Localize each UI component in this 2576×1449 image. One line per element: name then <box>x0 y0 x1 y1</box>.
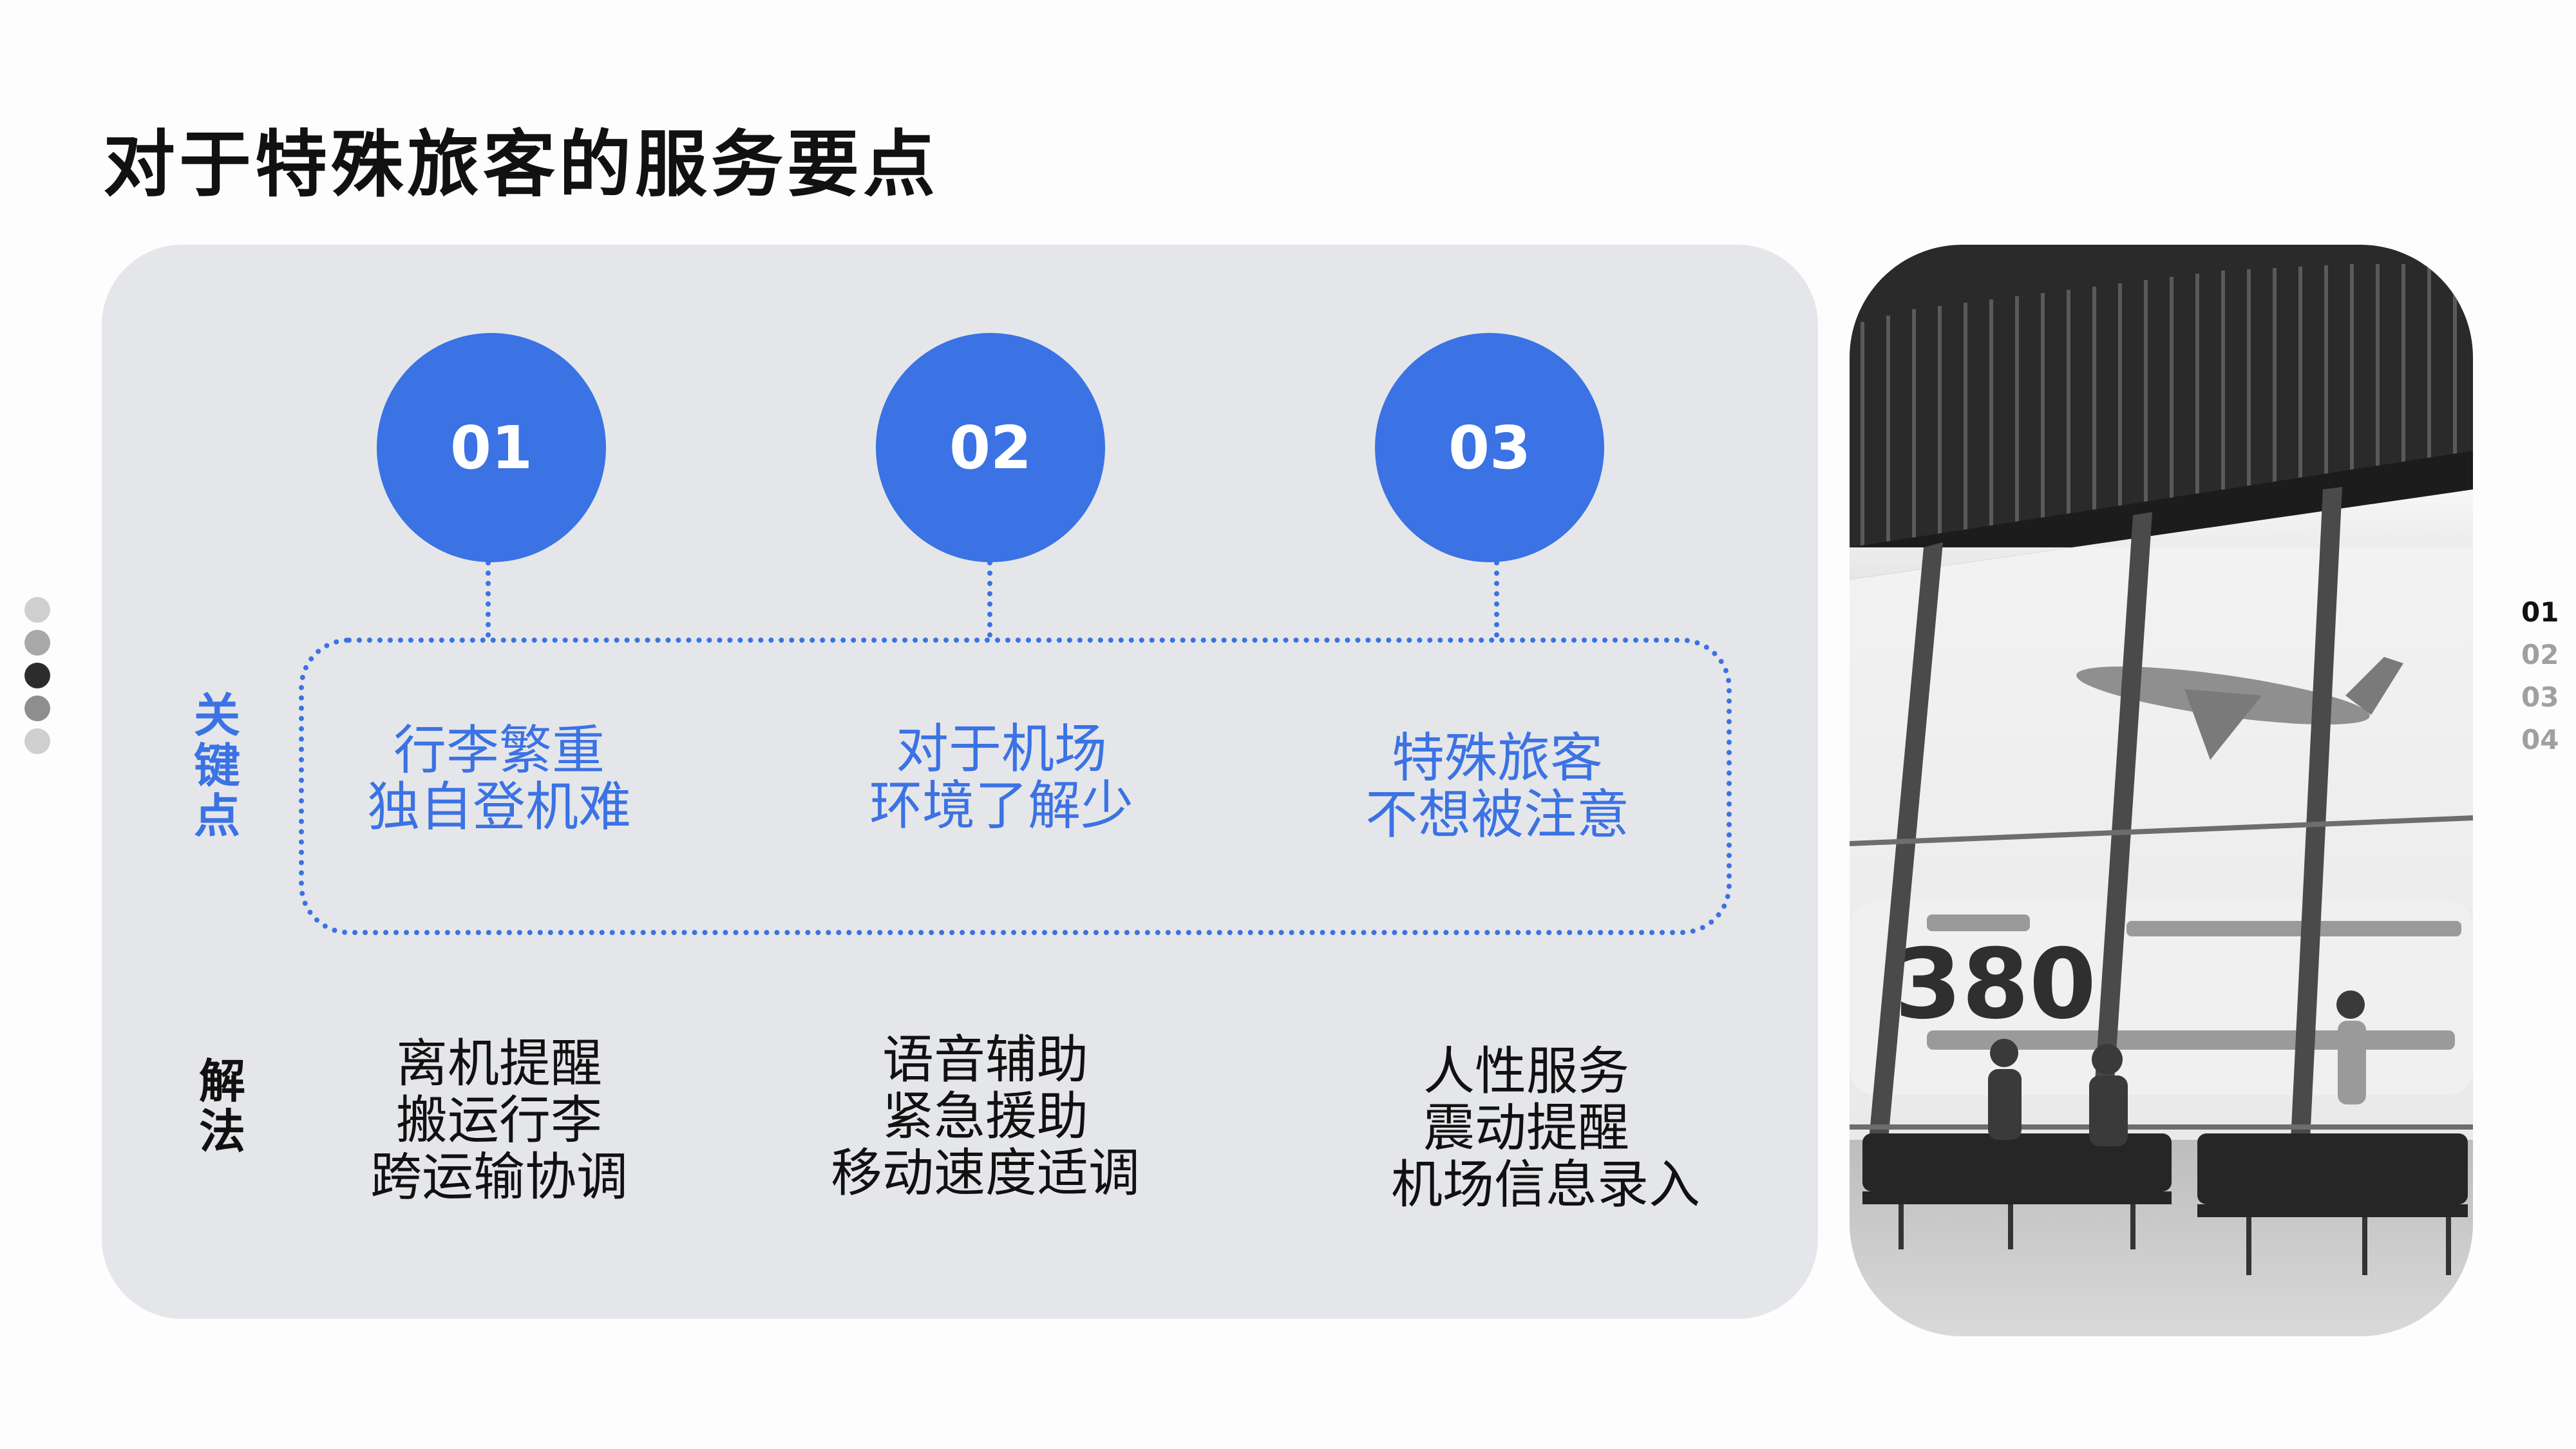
solution-2-line-1: 语音辅助 <box>882 1030 1088 1090</box>
nav-dots[interactable] <box>24 597 50 761</box>
step-circle-3: 03 <box>1375 333 1604 562</box>
pager-item-03[interactable]: 03 <box>2521 681 2559 713</box>
key-point-1-line-2: 独自登机难 <box>366 777 631 838</box>
step-circle-2: 02 <box>876 333 1105 562</box>
nav-dot-5[interactable] <box>24 728 50 754</box>
key-point-1-line-1: 行李繁重 <box>393 720 605 781</box>
solution-3: 人性服务 震动提醒 机场信息录入 <box>1320 1043 1732 1213</box>
nav-dot-3-active[interactable] <box>24 663 50 688</box>
pager-item-04[interactable]: 04 <box>2521 724 2559 755</box>
solution-1-line-1: 离机提醒 <box>396 1034 602 1094</box>
solution-3-line-3: 机场信息录入 <box>1391 1155 1700 1215</box>
airport-illustration: 380 <box>1850 245 2473 1336</box>
key-point-1: 行李繁重 独自登机难 <box>319 723 679 836</box>
nav-dot-2[interactable] <box>24 630 50 656</box>
connector-1 <box>486 560 491 638</box>
solutions-label: 解法 <box>198 1054 245 1159</box>
step-circle-1: 01 <box>377 333 606 562</box>
nav-dot-4[interactable] <box>24 696 50 721</box>
key-points-label: 关键点 <box>193 688 240 843</box>
pager-item-02[interactable]: 02 <box>2521 639 2559 670</box>
connector-3 <box>1494 560 1499 638</box>
solution-2-line-3: 移动速度适调 <box>831 1143 1140 1203</box>
key-point-2-line-2: 环境了解少 <box>869 775 1133 837</box>
key-point-2-line-1: 对于机场 <box>895 719 1107 780</box>
key-point-3-line-2: 不想被注意 <box>1365 784 1629 846</box>
pager-item-01[interactable]: 01 <box>2521 596 2559 628</box>
travelers <box>1988 990 2366 1146</box>
airport-photo: 380 <box>1850 245 2473 1336</box>
connector-2 <box>987 560 992 638</box>
page-title: 对于特殊旅客的服务要点 <box>103 123 939 207</box>
solution-1-line-2: 搬运行李 <box>396 1090 602 1150</box>
step-number-3: 03 <box>1448 413 1531 482</box>
solution-1-line-3: 跨运输协调 <box>370 1147 628 1207</box>
slide-pager[interactable]: 01 02 03 04 <box>2521 591 2559 761</box>
solution-3-line-1: 人性服务 <box>1423 1041 1629 1101</box>
step-number-2: 02 <box>949 413 1032 482</box>
fuselage-text: 380 <box>1895 929 2096 1041</box>
nav-dot-1[interactable] <box>24 597 50 623</box>
key-points-box <box>299 638 1732 935</box>
key-point-2: 对于机场 环境了解少 <box>821 721 1182 835</box>
solution-2-line-2: 紧急援助 <box>882 1086 1088 1146</box>
solution-1: 离机提醒 搬运行李 跨运输协调 <box>293 1036 705 1206</box>
key-point-3: 特殊旅客 不想被注意 <box>1317 730 1678 844</box>
airplane-flying <box>2076 657 2403 760</box>
step-number-1: 01 <box>450 413 533 482</box>
solution-3-line-2: 震动提醒 <box>1423 1098 1629 1158</box>
seating <box>1862 1133 2468 1217</box>
key-point-3-line-1: 特殊旅客 <box>1391 728 1603 789</box>
solution-2: 语音辅助 紧急援助 移动速度适调 <box>779 1032 1191 1202</box>
